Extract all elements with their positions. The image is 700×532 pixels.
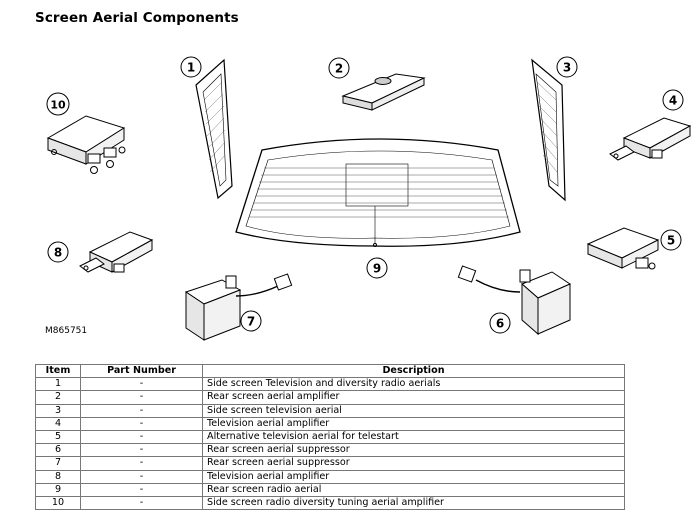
callout-5: 5 [660,229,682,251]
cell-desc: Rear screen radio aerial [202,482,625,497]
svg-text:4: 4 [669,94,677,108]
cell-item: 5 [35,429,81,445]
tv-amplifier-right [609,117,692,161]
rear-aerial-amplifier [341,73,426,111]
cell-part: - [80,377,203,392]
cell-item: 6 [35,443,81,458]
cell-part: - [80,390,203,405]
svg-text:5: 5 [667,234,675,248]
header-item: Item [35,363,81,379]
cell-part: - [80,495,203,511]
table-row: 3 - Side screen television aerial [35,403,625,418]
callout-6: 6 [489,312,511,334]
cell-item: 1 [35,377,81,392]
cell-part: - [80,429,203,445]
components-diagram: 1 2 3 4 5 6 7 8 9 10 M865751 [45,56,692,341]
callout-10: 10 [46,92,70,116]
cell-part: - [80,482,203,497]
table-row: 10 - Side screen radio diversity tuning … [35,495,625,511]
table-row: 1 - Side screen Television and diversity… [35,377,625,392]
svg-text:2: 2 [335,62,343,76]
parts-table: Item Part Number Description 1 - Side sc… [35,363,625,511]
cell-item: 9 [35,482,81,497]
table-row: 9 - Rear screen radio aerial [35,482,625,497]
callout-9: 9 [366,257,388,279]
table-row: 2 - Rear screen aerial amplifier [35,390,625,405]
table-row: 7 - Rear screen aerial suppressor [35,456,625,471]
cell-desc: Rear screen aerial suppressor [202,443,625,458]
cell-item: 10 [35,495,81,511]
callout-1: 1 [180,56,202,78]
svg-text:6: 6 [496,317,504,331]
svg-text:1: 1 [187,61,195,75]
side-screen-right [531,58,566,202]
svg-text:10: 10 [50,99,66,112]
suppressor-left [184,273,293,341]
cell-item: 8 [35,469,81,484]
cell-desc: Television aerial amplifier [202,469,625,484]
page-title: Screen Aerial Components [35,10,239,26]
svg-text:9: 9 [373,262,381,276]
cell-desc: Side screen Television and diversity rad… [202,377,625,392]
table-row: 8 - Television aerial amplifier [35,469,625,484]
figure-reference: M865751 [45,326,87,336]
header-description: Description [202,363,625,379]
suppressor-right [457,265,572,336]
diversity-amplifier [46,115,126,174]
cell-item: 7 [35,456,81,471]
svg-text:7: 7 [247,315,255,329]
cell-desc: Television aerial amplifier [202,416,625,431]
svg-text:3: 3 [563,61,571,75]
telestart-aerial [586,227,660,270]
callout-8: 8 [47,241,69,263]
callout-7: 7 [240,310,262,332]
cell-desc: Rear screen aerial amplifier [202,390,625,405]
cell-part: - [80,416,203,431]
cell-item: 4 [35,416,81,431]
cell-item: 2 [35,390,81,405]
cell-part: - [80,469,203,484]
header-part-number: Part Number [80,363,203,379]
tv-amplifier-left [79,231,154,273]
callout-4: 4 [662,89,684,111]
cell-desc: Side screen radio diversity tuning aeria… [202,495,625,511]
callout-2: 2 [328,57,350,79]
side-screen-left [195,58,233,200]
table-header-row: Item Part Number Description [35,363,625,379]
table-row: 4 - Television aerial amplifier [35,416,625,431]
cell-part: - [80,443,203,458]
cell-part: - [80,403,203,418]
cell-item: 3 [35,403,81,418]
cell-desc: Rear screen aerial suppressor [202,456,625,471]
cell-desc: Alternative television aerial for telest… [202,429,625,445]
callout-3: 3 [556,56,578,78]
cell-desc: Side screen television aerial [202,403,625,418]
table-row: 6 - Rear screen aerial suppressor [35,443,625,458]
rear-screen [235,138,521,247]
svg-text:8: 8 [54,246,62,260]
table-row: 5 - Alternative television aerial for te… [35,429,625,445]
cell-part: - [80,456,203,471]
